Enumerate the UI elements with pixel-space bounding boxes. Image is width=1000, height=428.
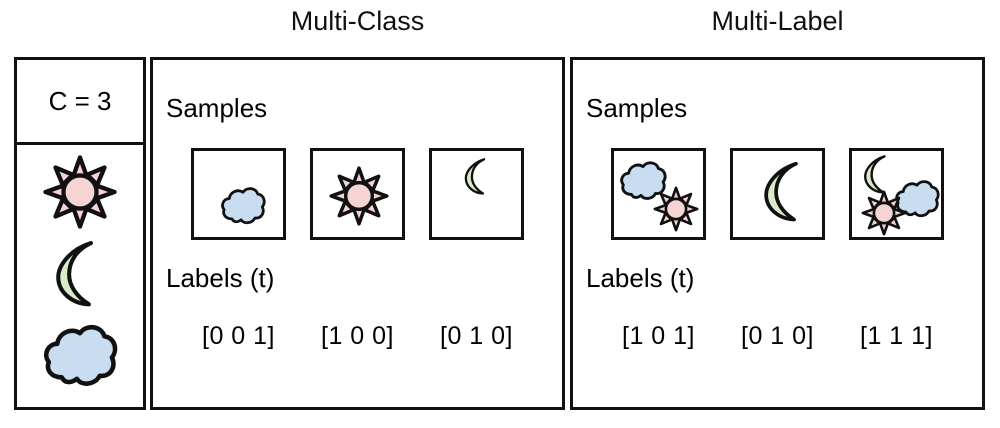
panel-title-multilabel: Multi-Label	[711, 6, 844, 36]
labels-heading-multiclass: Labels (t)	[166, 263, 275, 293]
sun-icon	[861, 190, 907, 236]
label-vector: [0 1 0]	[440, 322, 513, 350]
sample-card	[611, 148, 706, 240]
cloud-icon	[220, 183, 266, 229]
class-count-text: C = 3	[48, 86, 112, 116]
legend-icon-list	[17, 145, 143, 407]
panel-multilabel: Samples	[570, 57, 985, 410]
label-vector: [1 0 1]	[622, 322, 695, 350]
sample-card	[310, 148, 405, 240]
sample-card	[191, 148, 286, 240]
sample-card	[429, 148, 524, 240]
sample-card	[730, 148, 825, 240]
moon-icon	[755, 160, 817, 222]
class-legend-box: C = 3	[14, 57, 146, 410]
sample-card	[849, 148, 944, 240]
panel-title-multiclass: Multi-Class	[290, 6, 425, 36]
labels-heading-multilabel: Labels (t)	[586, 263, 695, 293]
sun-icon	[329, 166, 389, 226]
label-vector: [1 1 1]	[860, 322, 933, 350]
legend-header: C = 3	[17, 60, 143, 145]
label-row-multilabel: [1 0 1] [0 1 0] [1 1 1]	[573, 322, 982, 350]
label-vector: [0 0 1]	[202, 322, 275, 350]
sun-icon	[653, 186, 699, 232]
label-row-multiclass: [0 0 1] [1 0 0] [0 1 0]	[153, 322, 562, 350]
samples-heading-multilabel: Samples	[586, 93, 688, 123]
moon-icon	[858, 154, 898, 194]
cloud-icon	[42, 318, 118, 394]
sample-row-multilabel	[573, 148, 982, 240]
samples-heading-multiclass: Samples	[166, 93, 268, 123]
sun-icon	[44, 156, 116, 228]
label-vector: [0 1 0]	[741, 322, 814, 350]
label-vector: [1 0 0]	[321, 322, 394, 350]
moon-icon	[46, 239, 114, 307]
moon-icon	[459, 157, 497, 195]
panel-multiclass: Samples Labels (t) [0 0 1] [1 0 0	[150, 57, 565, 410]
sample-row-multiclass	[153, 148, 562, 240]
